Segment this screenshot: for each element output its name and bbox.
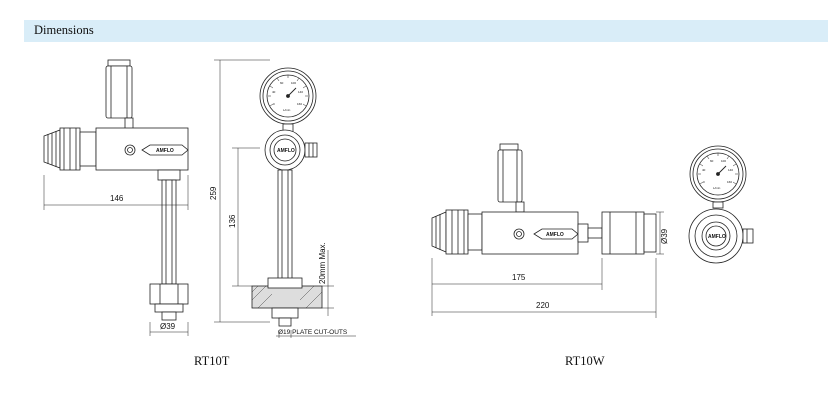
svg-text:40: 40 [702, 168, 706, 172]
wall-connector [601, 211, 645, 255]
svg-text:40: 40 [272, 90, 276, 94]
gauge-bezel-top [107, 59, 131, 67]
svg-text:L/min: L/min [713, 186, 721, 190]
gauge-body-side-right [497, 149, 523, 203]
svg-text:AMFLO: AMFLO [546, 232, 564, 238]
rt10w-side-view: AMFLO Ø39 175 220 [431, 143, 669, 318]
rt10w-front-view: 0 40 60 100 140 160 L/min AMFLO [688, 145, 754, 264]
gauge-ticks [268, 75, 308, 107]
rt10t-side-view: AMFLO 146 Ø39 [43, 59, 189, 336]
svg-text:Ø19 PLATE CUT-OUTS: Ø19 PLATE CUT-OUTS [278, 329, 348, 336]
port-circle [124, 144, 136, 156]
svg-text:175: 175 [512, 273, 526, 282]
svg-text:0: 0 [703, 180, 705, 184]
svg-text:160: 160 [727, 180, 732, 184]
svg-text:140: 140 [728, 168, 733, 172]
svg-text:60: 60 [710, 159, 714, 163]
svg-text:AMFLO: AMFLO [708, 234, 726, 240]
dim-146: 146 [110, 194, 124, 203]
svg-text:220: 220 [536, 301, 550, 310]
stem [161, 179, 177, 285]
svg-text:AMFLO: AMFLO [277, 148, 295, 154]
svg-text:140: 140 [298, 90, 303, 94]
svg-text:100: 100 [291, 81, 296, 85]
svg-text:60: 60 [280, 81, 284, 85]
caption-rt10w: RT10W [565, 354, 605, 368]
svg-text:20mm Max.: 20mm Max. [318, 242, 327, 284]
brand-label: AMFLO [156, 148, 174, 154]
svg-text:259: 259 [209, 186, 218, 200]
svg-text:136: 136 [228, 214, 237, 228]
front-stem [277, 169, 293, 283]
svg-text:0: 0 [273, 102, 275, 106]
gauge-body-side [105, 65, 133, 119]
caption-rt10t: RT10T [194, 354, 230, 368]
bottom-nut [149, 283, 189, 305]
section-title: Dimensions [34, 23, 94, 37]
svg-text:Ø39: Ø39 [660, 228, 669, 244]
dim-dia-39-left: Ø39 [160, 322, 176, 331]
svg-text:100: 100 [721, 159, 726, 163]
rt10t-front-view: 0 40 60 100 140 160 L/min AMFLO [228, 67, 356, 338]
dim-259: 259 [209, 59, 270, 323]
svg-text:L/min: L/min [283, 108, 291, 112]
svg-text:160: 160 [297, 102, 302, 106]
header-bar: Dimensions [24, 20, 828, 42]
